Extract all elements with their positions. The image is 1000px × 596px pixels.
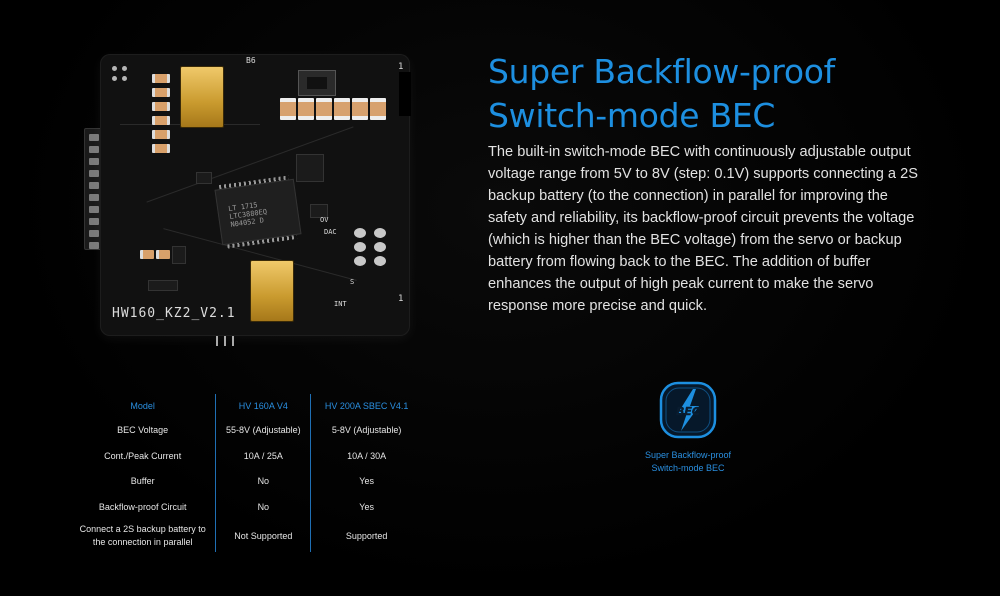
- badge-caption: Super Backflow-proof Switch-mode BEC: [610, 449, 766, 475]
- table-row: Cont./Peak Current 10A / 25A 10A / 30A: [70, 443, 422, 469]
- column-header: Model: [130, 401, 155, 411]
- table-row: Connect a 2S backup battery to the conne…: [70, 520, 422, 552]
- capacitor-bottom: [250, 260, 294, 322]
- table-cell: Yes: [310, 469, 422, 495]
- table-cell: 10A / 30A: [310, 443, 422, 469]
- row-label: BEC Voltage: [117, 425, 169, 436]
- pcb-product-image: LT 1715 LTC3880EQ N04052 D HW160_KZ2_V2.…: [82, 48, 427, 348]
- feature-heading: Super Backflow-proof Switch-mode BEC: [488, 50, 968, 138]
- table-cell: 5-8V (Adjustable): [310, 418, 422, 444]
- table-row: Backflow-proof Circuit No Yes: [70, 494, 422, 520]
- table-cell: No: [215, 494, 311, 520]
- row-label: Cont./Peak Current: [104, 450, 182, 461]
- spec-comparison-table: Model HV 160A V4 HV 200A SBEC V4.1 BEC V…: [70, 394, 422, 552]
- circuit-board: LT 1715 LTC3880EQ N04052 D HW160_KZ2_V2.…: [100, 54, 411, 336]
- column-header: HV 160A V4: [215, 394, 311, 418]
- silk-b6: B6: [246, 56, 256, 65]
- table-cell: Yes: [310, 494, 422, 520]
- table-row: Buffer No Yes: [70, 469, 422, 495]
- bec-lightning-icon: BEC: [659, 381, 717, 439]
- silk-int: INT: [334, 300, 347, 308]
- row-label: Backflow-proof Circuit: [98, 501, 187, 512]
- table-cell: 10A / 25A: [215, 443, 311, 469]
- silk-ov: OV: [320, 216, 329, 224]
- heading-line-1: Super Backflow-proof: [488, 52, 835, 91]
- row-label: Connect a 2S backup battery to the conne…: [79, 524, 206, 547]
- silk-one-top: 1: [398, 62, 404, 72]
- silk-dac: DAC: [324, 228, 337, 236]
- silk-s: S: [350, 278, 355, 286]
- table-cell: 55-8V (Adjustable): [215, 418, 311, 444]
- table-cell: Supported: [310, 520, 422, 552]
- controller-chip: LT 1715 LTC3880EQ N04052 D: [214, 175, 302, 249]
- badge-icon-text: BEC: [676, 405, 700, 418]
- heading-line-2: Switch-mode BEC: [488, 96, 776, 135]
- badge-caption-line-1: Super Backflow-proof: [644, 450, 732, 460]
- table-row: BEC Voltage 55-8V (Adjustable) 5-8V (Adj…: [70, 418, 422, 444]
- row-label: Buffer: [130, 476, 155, 487]
- capacitor-top: [180, 66, 224, 128]
- silk-one-bottom: 1: [398, 294, 404, 304]
- feature-description: The built-in switch-mode BEC with contin…: [488, 144, 918, 314]
- table-header-row: Model HV 160A V4 HV 200A SBEC V4.1: [70, 394, 422, 418]
- board-label: HW160_KZ2_V2.1: [112, 306, 236, 321]
- diode: [298, 70, 336, 96]
- column-header: HV 200A SBEC V4.1: [310, 394, 422, 418]
- table-cell: Not Supported: [215, 520, 311, 552]
- badge-caption-line-2: Switch-mode BEC: [651, 463, 725, 473]
- table-cell: No: [215, 469, 311, 495]
